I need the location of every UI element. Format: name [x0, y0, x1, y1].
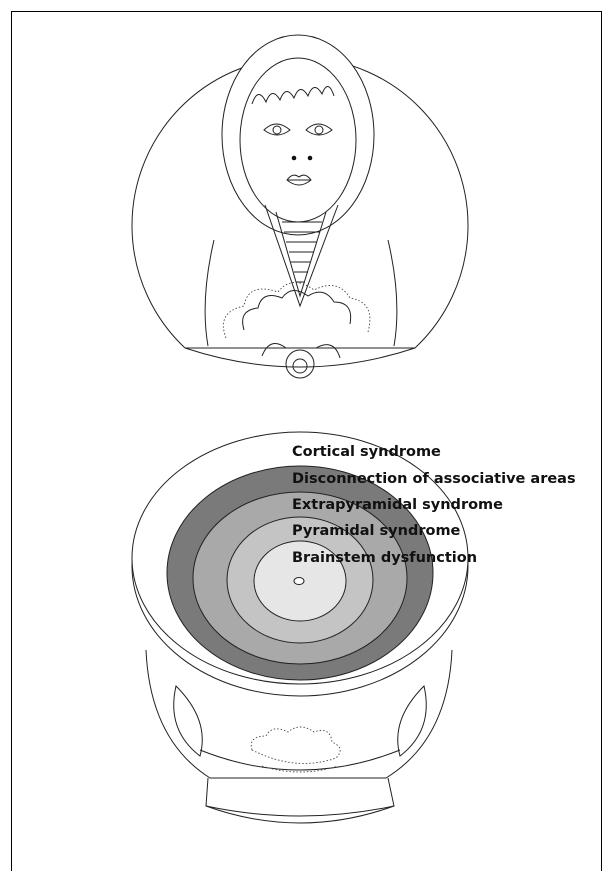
doll-pot-ornament: [251, 727, 340, 763]
doll-upper-half: [132, 35, 468, 378]
doll-lower-half: Cortical syndrome Disconnection of assoc…: [132, 432, 576, 823]
label-pyramidal: Pyramidal syndrome: [292, 523, 461, 539]
label-brainstem: Brainstem dysfunction: [292, 550, 477, 566]
doll-base-curve: [185, 348, 415, 367]
doll-right-arm: [388, 240, 397, 346]
label-extrapyramidal: Extrapyramidal syndrome: [292, 497, 503, 513]
label-cortical-syndrome: Cortical syndrome: [292, 444, 441, 460]
doll-left-handle: [174, 686, 203, 756]
core-dot: [294, 578, 304, 585]
label-disconnection: Disconnection of associative areas: [292, 471, 576, 487]
doll-face-outline: [240, 58, 356, 222]
doll-left-arm: [205, 240, 214, 346]
doll-nose: [292, 156, 297, 161]
